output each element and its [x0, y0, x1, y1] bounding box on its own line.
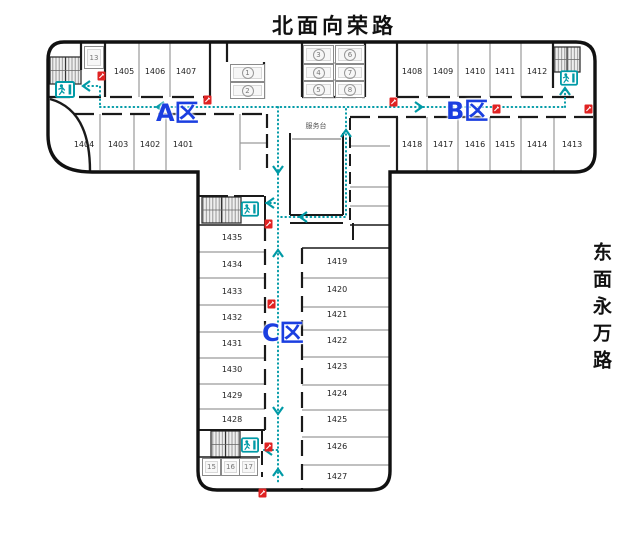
room-label: 1409: [432, 67, 454, 76]
room-label: 1433: [221, 287, 243, 296]
fire-extinguisher-icon: [389, 92, 398, 111]
room-label: 1432: [221, 313, 243, 322]
room-label: 1407: [175, 67, 197, 76]
service-desk-label: 服务台: [305, 122, 327, 130]
stall-16: 16: [221, 458, 240, 476]
room-label: 1424: [326, 389, 348, 398]
exit-sign-icon: [55, 81, 75, 102]
room-label: 1420: [326, 285, 348, 294]
staircase-stem-bottom: [210, 430, 241, 459]
room-label: 1404: [73, 140, 95, 149]
room-label: 1426: [326, 442, 348, 451]
north-street-title: 北面向荣路: [272, 14, 397, 38]
room-label: 1405: [113, 67, 135, 76]
stall-6: 6: [335, 45, 365, 64]
room-label: 1408: [401, 67, 423, 76]
outer-wall: [46, 40, 597, 492]
fire-extinguisher-icon: [264, 214, 273, 233]
east-street-label: 东面永万路: [590, 242, 612, 377]
stall-8: 8: [335, 81, 365, 98]
exit-sign-icon: [241, 201, 259, 221]
room-label: 1415: [494, 140, 516, 149]
room-label: 1434: [221, 260, 243, 269]
fire-extinguisher-icon: [97, 66, 106, 85]
stall-2: 2: [230, 82, 265, 99]
room-label: 1412: [526, 67, 548, 76]
stall-5: 5: [303, 81, 334, 98]
stall-17: 17: [239, 458, 258, 476]
zone-c-label: C区: [262, 319, 304, 347]
stall-13: 13: [84, 46, 104, 69]
zone-b-label: B区: [446, 97, 489, 125]
room-label: 1403: [107, 140, 129, 149]
room-label: 1413: [561, 140, 583, 149]
room-label: 1417: [432, 140, 454, 149]
room-label: 1411: [494, 67, 516, 76]
fire-extinguisher-icon: [492, 99, 501, 118]
evacuation-route: [83, 85, 566, 485]
exit-sign-icon: [560, 70, 578, 90]
fire-extinguisher-icon: [584, 99, 593, 118]
stall-7: 7: [335, 64, 365, 81]
room-label: 1414: [526, 140, 548, 149]
staircase-stem-top: [201, 196, 242, 224]
room-label: 1425: [326, 415, 348, 424]
room-label: 1427: [326, 472, 348, 481]
zone-a-label: A区: [156, 99, 199, 127]
staircase-top-right: [553, 46, 581, 73]
fire-extinguisher-icon: [258, 483, 267, 502]
room-label: 1406: [144, 67, 166, 76]
fire-extinguisher-icon: [267, 294, 276, 313]
stall-15: 15: [202, 458, 221, 476]
room-label: 1422: [326, 336, 348, 345]
room-label: 1419: [326, 257, 348, 266]
room-label: 1421: [326, 310, 348, 319]
room-label: 1418: [401, 140, 423, 149]
room-label: 1428: [221, 415, 243, 424]
room-label: 1401: [172, 140, 194, 149]
stall-1: 1: [230, 64, 265, 82]
room-label: 1416: [464, 140, 486, 149]
stall-4: 4: [303, 64, 334, 81]
room-label: 1410: [464, 67, 486, 76]
room-label: 1429: [221, 391, 243, 400]
staircase-top-left: [49, 56, 82, 85]
route-arrows: [81, 80, 571, 477]
fire-extinguisher-icon: [203, 90, 212, 109]
room-label: 1402: [139, 140, 161, 149]
exit-sign-icon: [241, 437, 259, 457]
room-label: 1435: [221, 233, 243, 242]
room-label: 1423: [326, 362, 348, 371]
room-label: 1430: [221, 365, 243, 374]
room-label: 1431: [221, 339, 243, 348]
fire-extinguisher-icon: [264, 437, 273, 456]
stall-3: 3: [303, 45, 334, 64]
